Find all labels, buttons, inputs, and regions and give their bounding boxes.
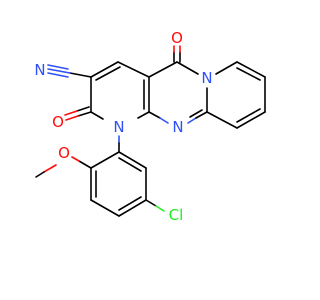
left-carbonyl-oxygen-label: O — [52, 113, 64, 131]
ring-nitrogen-bottom-label: N — [172, 118, 183, 136]
nitrile-nitrogen-label: N — [34, 61, 45, 79]
bond-lines — [35, 45, 266, 217]
chemical-structure: N O O N N N O Cl — [34, 29, 266, 224]
ring-nitrogen-aryl-label: N — [113, 118, 124, 136]
ring-nitrogen-central-label: N — [201, 69, 212, 87]
chlorine-label: Cl — [169, 206, 184, 224]
top-carbonyl-oxygen-label: O — [171, 29, 183, 47]
atom-labels: N O O N N N O Cl — [34, 29, 212, 224]
methoxy-oxygen-label: O — [58, 144, 70, 162]
